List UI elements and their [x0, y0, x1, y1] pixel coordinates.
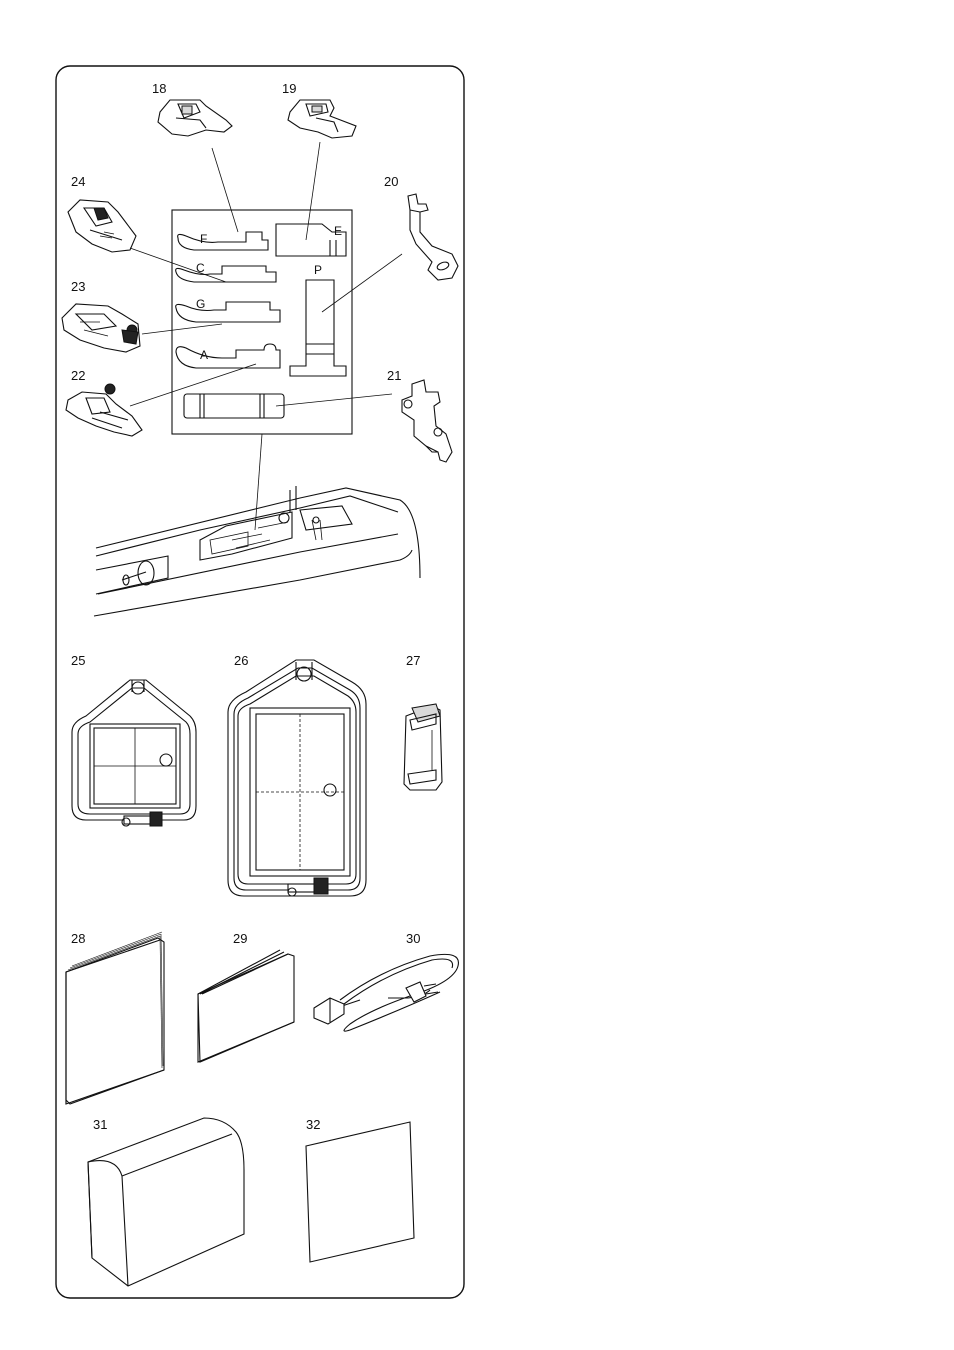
label-28: 28	[71, 931, 85, 946]
instruction-book-28	[66, 932, 164, 1104]
label-23: 23	[71, 279, 85, 294]
label-20: 20	[384, 174, 398, 189]
letter-P: P	[314, 263, 322, 277]
label-19: 19	[282, 81, 296, 96]
label-24: 24	[71, 174, 85, 189]
compartment-P	[290, 280, 346, 376]
presser-foot-19	[288, 100, 356, 138]
embroidery-hoop-25	[72, 680, 196, 826]
label-22: 22	[71, 368, 85, 383]
letter-A: A	[200, 348, 208, 362]
label-25: 25	[71, 653, 85, 668]
booklet-29	[198, 950, 294, 1062]
label-32: 32	[306, 1117, 320, 1132]
embroidery-hoop-26	[228, 660, 366, 896]
compartment-F	[178, 232, 268, 250]
compartment-bar	[184, 394, 284, 418]
compartment-G	[176, 302, 280, 322]
part-20-holder	[408, 194, 458, 280]
sheet-32	[306, 1122, 414, 1262]
hoop-holder-27	[404, 704, 442, 790]
label-30: 30	[406, 931, 420, 946]
label-26: 26	[234, 653, 248, 668]
part-21-holder	[402, 380, 452, 462]
power-cord-30	[314, 954, 458, 1031]
letter-G: G	[196, 297, 205, 311]
label-21: 21	[387, 368, 401, 383]
letter-E: E	[334, 224, 342, 238]
presser-foot-23	[62, 304, 140, 352]
compartment-C	[176, 266, 276, 282]
leader-lines	[130, 142, 402, 530]
label-29: 29	[233, 931, 247, 946]
label-27: 27	[406, 653, 420, 668]
presser-foot-24	[68, 200, 136, 252]
presser-foot-22	[66, 384, 142, 436]
compartment-A	[176, 344, 280, 368]
presser-foot-18	[158, 100, 232, 136]
dust-cover-31	[88, 1118, 244, 1286]
label-18: 18	[152, 81, 166, 96]
letter-F: F	[200, 232, 207, 246]
label-31: 31	[93, 1117, 107, 1132]
